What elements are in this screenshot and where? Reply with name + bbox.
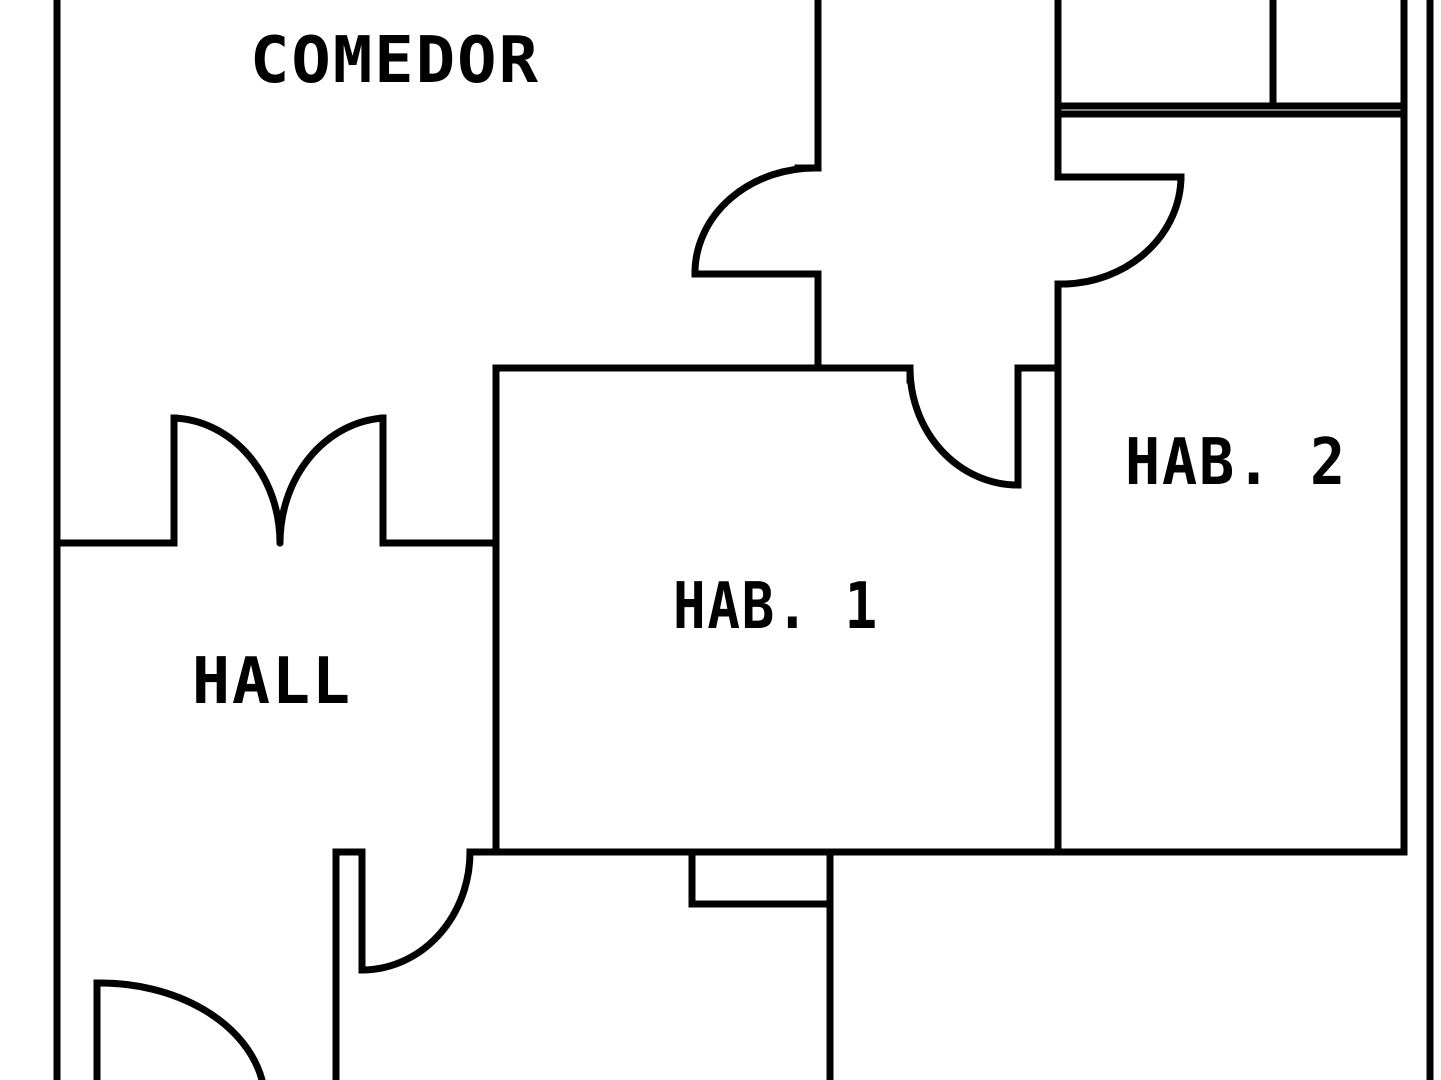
room-label-hab2: HAB. 2	[1125, 426, 1347, 500]
hall-top-wall-right	[379, 414, 500, 547]
hall-walls	[53, 414, 500, 1080]
pasillo-right-wall-upper	[1054, 0, 1185, 181]
top-right-closets	[1054, 0, 1408, 856]
room-label-comedor: COMEDOR	[250, 24, 540, 98]
pasillo-walls	[691, 0, 1185, 854]
hab1-top-right-wall	[1014, 364, 1062, 489]
pasillo-left-wall-upper	[794, 0, 822, 172]
hab1-door-arc	[906, 364, 1022, 489]
pasillo-left-wall-lower	[691, 270, 822, 369]
bottom-niche	[688, 848, 834, 908]
entry-door-arc	[93, 979, 266, 1080]
room-labels: COMEDOR HALL HAB. 1 HAB. 2	[192, 24, 1347, 719]
bathroom-door-arc	[358, 848, 474, 974]
bottom-walls	[688, 848, 834, 1080]
pasillo-door-left-arc	[691, 164, 822, 278]
room-label-hab1: HAB. 1	[673, 570, 879, 644]
hall-bathroom-wall	[332, 848, 366, 1080]
hall-double-door-left-arc	[170, 414, 284, 547]
pasillo-door-right-arc	[1061, 173, 1185, 288]
room-label-hall: HALL	[192, 645, 352, 719]
hall-top-wall-left	[53, 414, 178, 547]
hall-double-door-right-arc	[276, 414, 387, 547]
exterior-walls	[53, 0, 1434, 1080]
door-swings	[93, 164, 1185, 1080]
